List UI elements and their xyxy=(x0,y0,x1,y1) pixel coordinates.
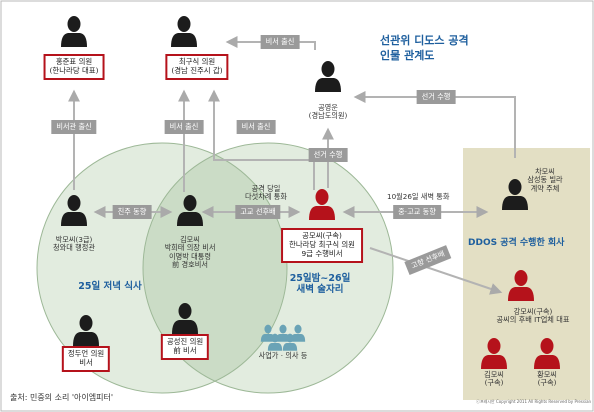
tag-call-cha: 중·고교 동향 xyxy=(393,205,441,219)
tag-choi-gong: 비서 출신 xyxy=(236,120,276,134)
gongseong-role: 前 비서 xyxy=(173,345,197,355)
gongyeong-role: (경남도의원) xyxy=(308,111,348,121)
jeong-box: 정두언 의원 비서 xyxy=(61,346,111,372)
source-credit: 출처: 민중의 소리 '아이엠피터' xyxy=(10,393,114,402)
gong-box: 공모씨(구속) 한나라당 최구식 의원 9급 수행비서 xyxy=(281,228,363,263)
call-top-note: 공격 당일 다섯차례 통화 xyxy=(245,184,287,202)
person-gongyeong-icon xyxy=(315,61,341,92)
kang-role: 공씨의 후배 IT업체 대표 xyxy=(496,315,570,325)
businessmen-label: 사업가 · 의사 등 xyxy=(258,351,308,360)
gongyeong-name: 공영운 xyxy=(318,103,338,112)
kimlow-name: 김모씨 xyxy=(484,370,504,379)
copyright-note: ⓒ프레시안 Copyright 2011 All Rights Reserved… xyxy=(476,399,592,404)
gongseong-box: 공성진 의원 前 비서 xyxy=(160,334,210,360)
tag-hong-park: 비서관 출신 xyxy=(51,120,97,134)
circle-dinner-outline xyxy=(36,142,288,394)
kang-name: 강모씨(구속) xyxy=(513,307,553,316)
choi-name: 최구식 의원 xyxy=(178,57,216,66)
hwang-name: 황모씨 xyxy=(537,370,557,379)
park-role: 청와대 행정관 xyxy=(53,243,95,253)
hwang-label: 황모씨 (구속) xyxy=(537,370,557,388)
diagram-title-line1: 선관위 디도스 공격 xyxy=(380,34,469,47)
park-name: 박모씨(3급) xyxy=(55,235,93,244)
circle-dinner-label: 25일 저녁 식사 xyxy=(78,281,142,292)
kimlow-label: 김모씨 (구속) xyxy=(484,370,504,388)
tag-gong-gongyeong: 선거 수행 xyxy=(308,148,348,162)
call-top-line1: 공격 당일 xyxy=(251,184,281,193)
hong-role: (한나라당 대표) xyxy=(49,65,99,75)
tag-gongyeong-choi: 비서 출신 xyxy=(260,35,300,49)
tag-cha-gongyeong: 선거 수행 xyxy=(416,90,456,104)
circle-drinks-line2: 새벽 술자리 xyxy=(296,283,344,295)
kim-role1: 박희태 의장 비서 xyxy=(164,243,216,253)
circle-drinks-line1: 25일밤~26일 xyxy=(289,273,351,284)
kimlow-status: (구속) xyxy=(484,378,504,388)
hwang-status: (구속) xyxy=(537,378,557,388)
tag-park-kim: 친주 동향 xyxy=(112,205,152,219)
gong-role1: 한나라당 최구식 의원 xyxy=(289,239,355,249)
kim-name: 김모씨 xyxy=(180,235,200,244)
gongyeong-label: 공영운 (경남도의원) xyxy=(308,103,348,121)
cha-label: 차모씨 삼성동 빌라 계약 주체 xyxy=(527,167,563,193)
gong-role2: 9급 수행비서 xyxy=(301,248,343,258)
park-label: 박모씨(3급) 청와대 행정관 xyxy=(53,235,95,253)
tag-kim-gong: 고교 선후배 xyxy=(235,205,281,219)
person-hong-icon xyxy=(61,16,87,47)
cha-role1: 삼성동 빌라 xyxy=(527,175,563,185)
call-top-line2: 다섯차례 통화 xyxy=(245,192,287,202)
person-choi-icon xyxy=(171,16,197,47)
kang-label: 강모씨(구속) 공씨의 후배 IT업체 대표 xyxy=(496,307,570,325)
kim-role2: 이명박 대통령 xyxy=(169,251,211,261)
edge-cha-gongyeong xyxy=(353,91,516,158)
tag-choi-kim: 비서 출신 xyxy=(164,120,204,134)
call-cha-note: 10월26일 새벽 통화 xyxy=(387,192,450,201)
hong-box: 홍준표 의원 (한나라당 대표) xyxy=(43,54,105,80)
choi-box: 최구식 의원 (경남 진주시 갑) xyxy=(165,54,229,80)
hong-name: 홍준표 의원 xyxy=(55,57,93,66)
ddos-company-label: DDOS 공격 수행한 회사 xyxy=(468,238,565,248)
gong-name: 공모씨(구속) xyxy=(302,231,342,240)
jeong-role: 비서 xyxy=(79,357,93,367)
kim-role3: 前 경호비서 xyxy=(172,259,208,269)
cha-name: 차모씨 xyxy=(535,167,555,176)
choi-role: (경남 진주시 갑) xyxy=(171,65,223,75)
gongseong-name: 공성진 의원 xyxy=(166,337,204,346)
circle-drinks-label: 25일밤~26일 새벽 술자리 xyxy=(289,273,351,296)
edge-gongyeong-choi xyxy=(225,36,316,50)
cha-role2: 계약 주체 xyxy=(530,183,560,193)
kim-label: 김모씨 박희태 의장 비서 이명박 대통령 前 경호비서 xyxy=(164,235,216,269)
circle-drinks-outline xyxy=(142,142,394,394)
diagram-title-line2: 인물 관계도 xyxy=(380,49,435,62)
edge-gong-kang xyxy=(369,247,503,295)
jeong-name: 정두언 의원 xyxy=(67,349,105,358)
edge-choi-gong xyxy=(208,89,315,190)
